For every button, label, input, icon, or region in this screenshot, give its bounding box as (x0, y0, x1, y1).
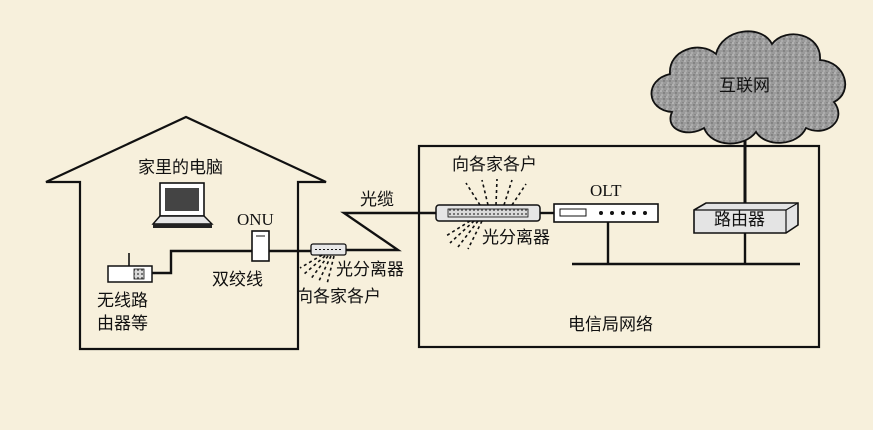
label-wireless-router-line2: 由器等 (97, 314, 148, 334)
label-wireless-router-line1: 无线路 (97, 291, 148, 311)
telecom-splitter-fanout-down (445, 220, 483, 250)
label-telecom-network: 电信局网络 (568, 315, 653, 335)
label-to-each-user-telecom: 向各家各户 (452, 155, 537, 175)
label-to-each-user-home: 向各家各户 (296, 287, 381, 307)
telecom-office-box (417, 144, 821, 349)
label-fiber-cable: 光缆 (360, 190, 394, 210)
telecom-router-icon (693, 202, 799, 234)
label-router: 路由器 (714, 210, 765, 230)
label-onu: ONU (237, 210, 274, 229)
label-internet: 互联网 (719, 76, 770, 96)
wireless-router-icon (107, 253, 153, 283)
home-splitter-icon (310, 243, 347, 256)
onu-device-icon (251, 230, 270, 262)
label-telecom-splitter: 光分离器 (482, 228, 550, 248)
olt-device-icon (553, 203, 659, 223)
house-outline (45, 115, 327, 351)
label-olt: OLT (590, 181, 622, 200)
label-twisted-pair: 双绞线 (212, 270, 263, 290)
label-home-computer: 家里的电脑 (138, 158, 223, 178)
telecom-splitter-fanout-up (465, 178, 527, 206)
fiber-cable (340, 211, 440, 252)
telecom-splitter-icon (435, 204, 541, 222)
laptop-icon (151, 182, 214, 228)
label-home-splitter: 光分离器 (336, 260, 404, 280)
twisted-pair-cable (152, 249, 254, 275)
internet-cloud-icon (650, 30, 846, 145)
home-splitter-fanout (299, 254, 335, 285)
